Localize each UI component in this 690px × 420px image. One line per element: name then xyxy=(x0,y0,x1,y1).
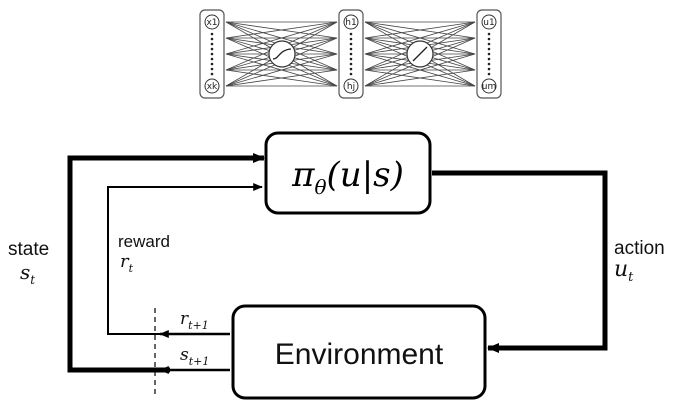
environment-label: Environment xyxy=(275,338,444,371)
activation-node-2 xyxy=(406,40,434,68)
action-arrow xyxy=(432,170,608,353)
reward-arrow xyxy=(107,183,263,335)
action-symbol-label: ut xyxy=(614,257,634,285)
policy-label: πθ(u|s) xyxy=(291,155,404,199)
input-node-top: x1 xyxy=(204,14,220,30)
reward-next-label: rt+1 xyxy=(180,309,209,332)
hidden-node-bottom: hj xyxy=(343,78,359,94)
state-symbol-label: st xyxy=(20,260,35,287)
policy-box xyxy=(264,131,432,215)
action-word-label: action xyxy=(614,238,665,259)
output-node-top-label: u1 xyxy=(483,18,494,28)
hidden-node-bottom-label: hj xyxy=(347,82,355,92)
output-node-bottom-label: um xyxy=(482,82,496,92)
state-arrow xyxy=(67,153,265,373)
reward-word-label: reward xyxy=(118,232,170,251)
output-node-top: u1 xyxy=(481,14,497,30)
hidden-node-top-label: h1 xyxy=(345,18,356,28)
ellipsis-dots xyxy=(210,32,491,76)
output-node-bottom: um xyxy=(481,78,497,94)
input-node-top-label: x1 xyxy=(206,18,217,28)
linear-icon xyxy=(412,46,428,62)
input-node-bottom-label: xk xyxy=(207,82,218,92)
activation-node-1 xyxy=(268,40,296,68)
sigmoid-icon xyxy=(272,48,292,60)
state-word-label: state xyxy=(8,239,49,260)
neural-network: x1 xk h1 hj u1 um xyxy=(199,9,502,99)
reward-symbol-label: rt xyxy=(120,251,134,275)
input-node-bottom: xk xyxy=(204,78,220,94)
environment-box xyxy=(231,304,487,400)
state-next-label: st+1 xyxy=(180,345,209,368)
hidden-node-top: h1 xyxy=(343,14,359,30)
